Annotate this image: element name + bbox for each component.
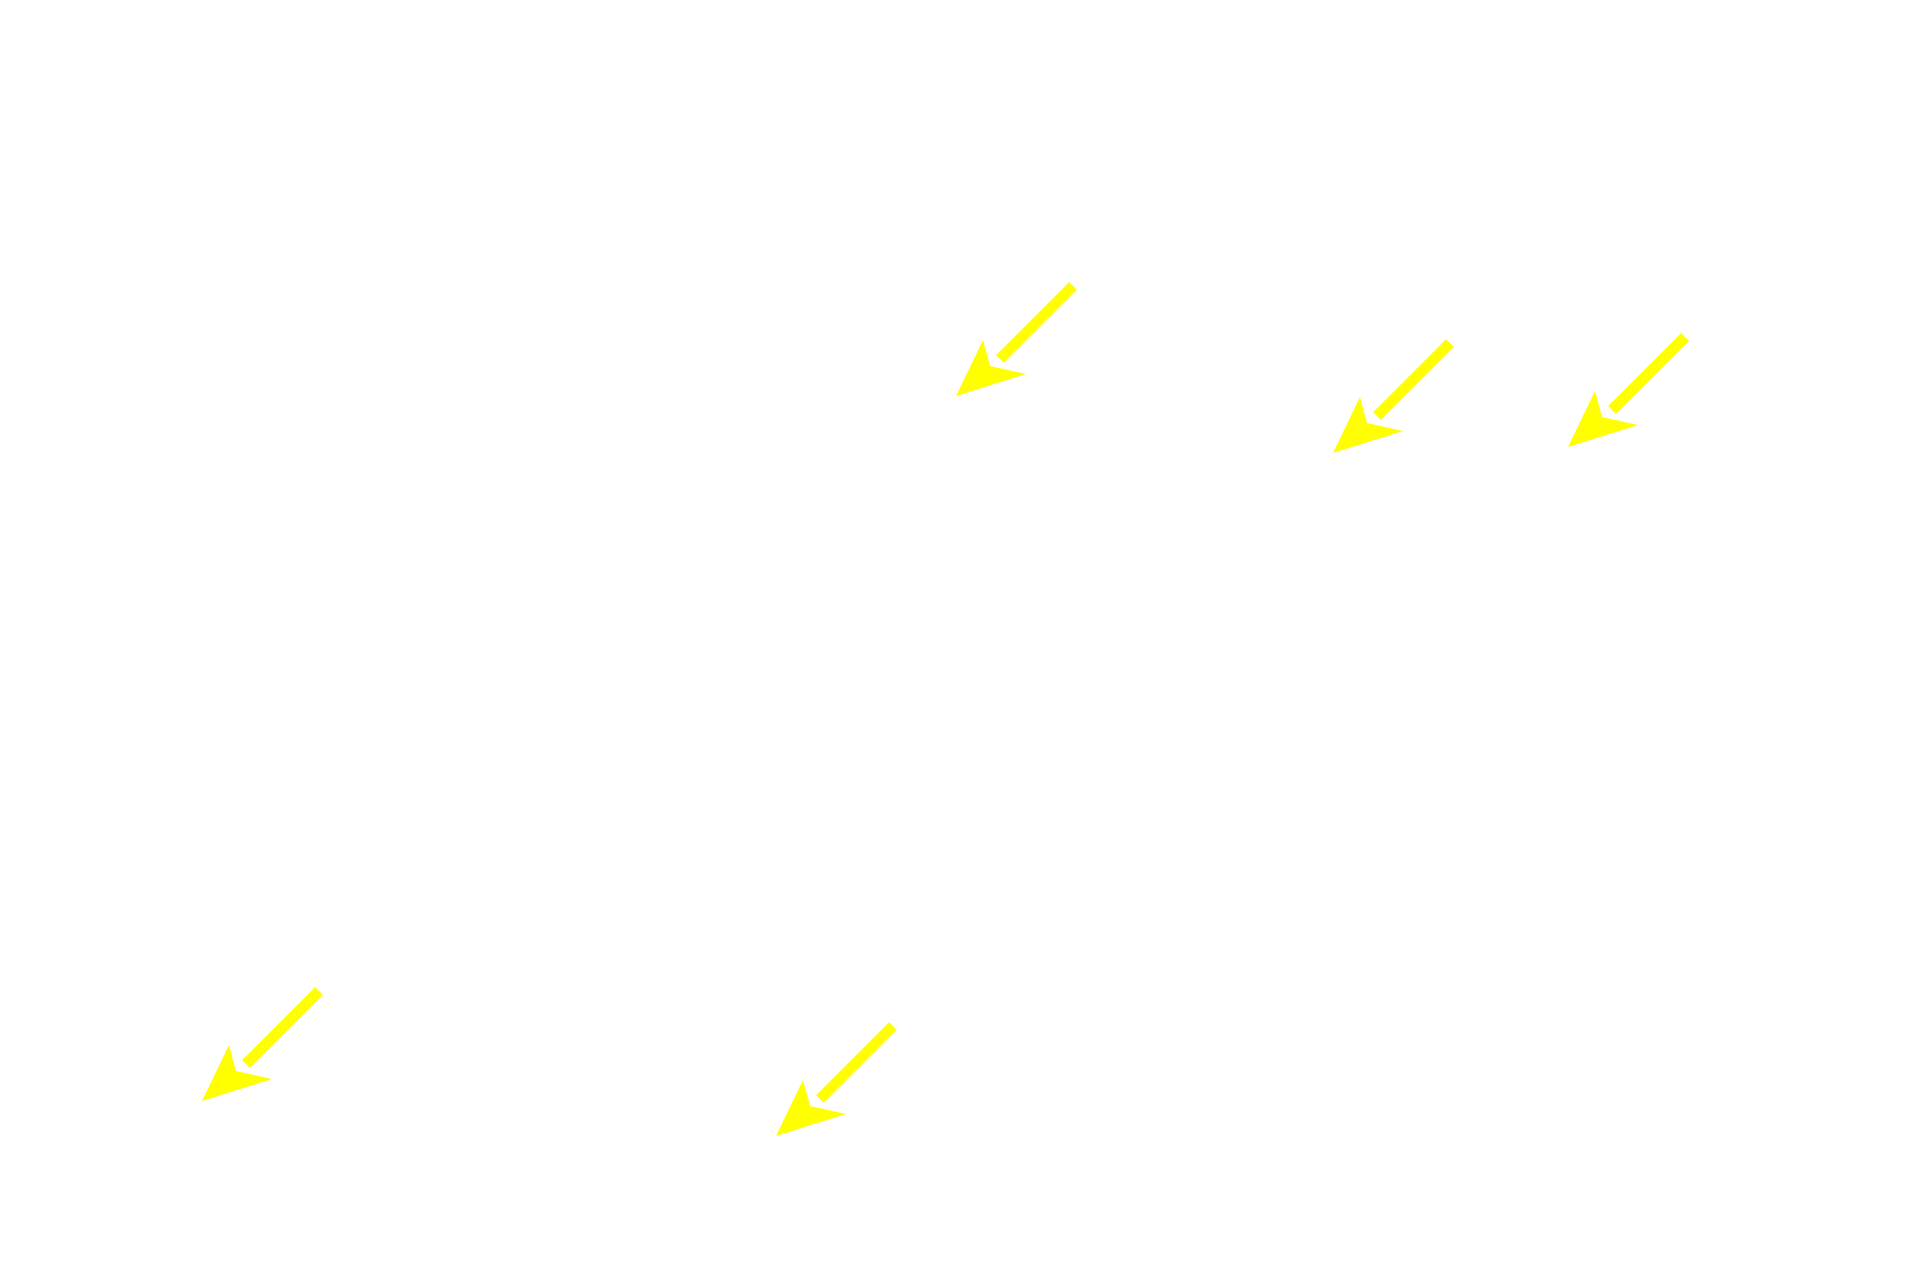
- arrow-down-left-icon: [1325, 330, 1465, 470]
- arrow-down-left-icon: [948, 273, 1088, 413]
- arrow-down-left-icon: [768, 1013, 908, 1153]
- arrow-down-left-icon: [194, 978, 334, 1118]
- arrow-down-left-icon: [1560, 324, 1700, 464]
